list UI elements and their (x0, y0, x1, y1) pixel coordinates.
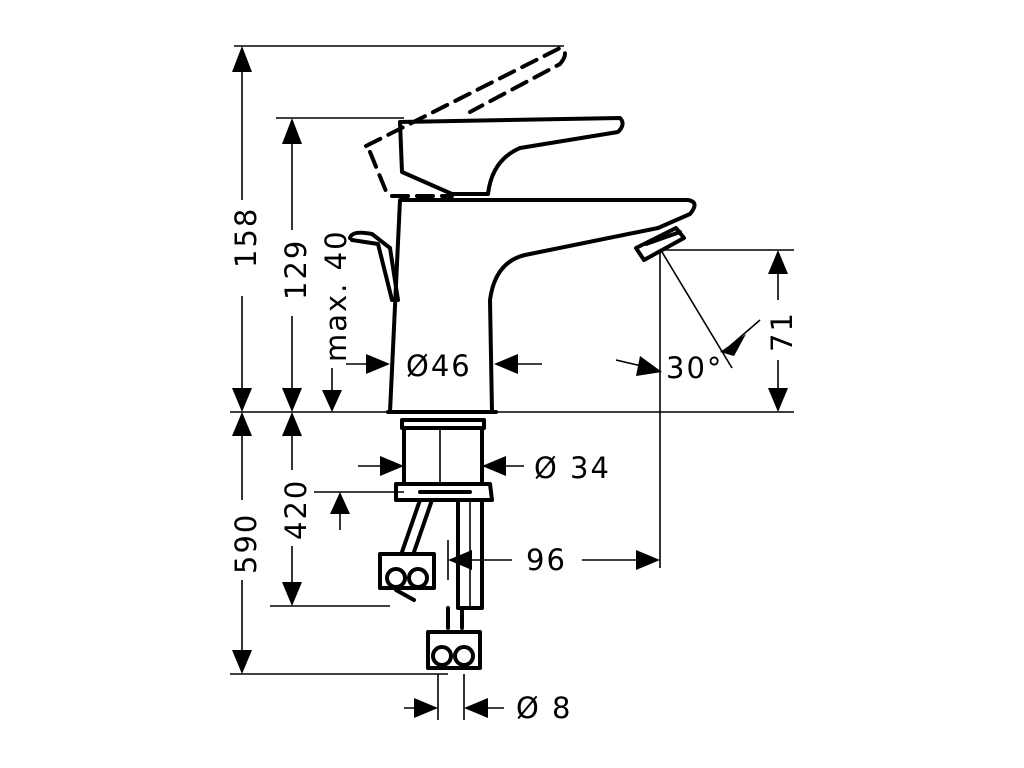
label-shank-length: 420 (279, 479, 313, 540)
label-hose-length: 590 (229, 513, 263, 574)
label-max-thickness: max. 40 (319, 229, 353, 362)
label-spout-height: 129 (279, 239, 313, 300)
label-total-height: 158 (229, 207, 263, 268)
dimension-labels: 158 129 max. 40 Ø46 30° 71 Ø 34 420 590 … (229, 207, 799, 725)
label-spray-angle: 30° (666, 351, 723, 385)
dimension-lines (230, 45, 794, 720)
label-projection: 96 (526, 543, 567, 577)
label-shank-diameter: Ø 34 (534, 451, 611, 485)
label-hose-diameter: Ø 8 (516, 691, 573, 725)
label-body-diameter: Ø46 (406, 349, 472, 383)
faucet-outline (348, 45, 697, 670)
label-outlet-height: 71 (765, 311, 799, 352)
